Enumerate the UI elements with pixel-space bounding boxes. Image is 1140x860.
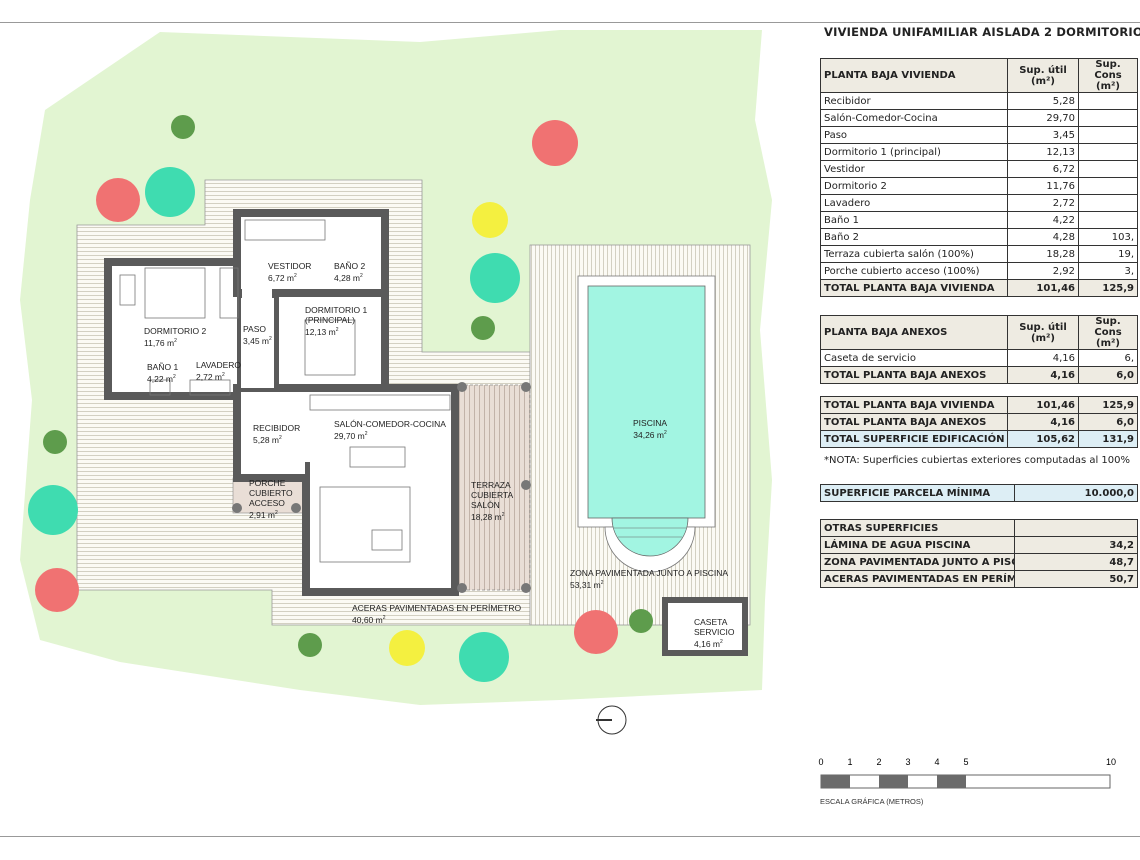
pool-water [587, 285, 706, 519]
scale-label: ESCALA GRÁFICA (METROS) [820, 797, 924, 806]
tree [389, 630, 425, 666]
tree [629, 609, 653, 633]
room-label-dormitorio-1: DORMITORIO 1 (PRINCIPAL)12,13 m2 [305, 305, 368, 337]
furniture [119, 219, 451, 563]
tree [171, 115, 195, 139]
trees [28, 115, 653, 682]
top-border [0, 22, 1140, 23]
tree [145, 167, 195, 217]
wing-salon [302, 454, 459, 596]
tree [471, 316, 495, 340]
tree [574, 610, 618, 654]
north-arrow-icon [596, 705, 627, 735]
scale-bar-graphic [820, 774, 1111, 789]
tree [28, 485, 78, 535]
tree [532, 120, 578, 166]
tree [459, 632, 509, 682]
tree [472, 202, 508, 238]
site-plan [20, 30, 772, 735]
wing-dorm-1 [271, 289, 389, 392]
table-note: *NOTA: Superficies cubiertas exteriores … [824, 455, 1131, 466]
scale-tick: 3 [905, 757, 911, 767]
tree [35, 568, 79, 612]
tree [96, 178, 140, 222]
caseta-servicio [662, 597, 748, 656]
scale-tick: 5 [963, 757, 969, 767]
scale-tick: 1 [847, 757, 853, 767]
tree [43, 430, 67, 454]
tree [298, 633, 322, 657]
table-title: VIVIENDA UNIFAMILIAR AISLADA 2 DORMITORI… [824, 25, 1140, 39]
table-otras: OTRAS SUPERFICIES LÁMINA DE AGUA PISCINA… [820, 519, 1138, 588]
scale-tick: 0 [818, 757, 824, 767]
wing-bedroom-2 [104, 258, 245, 400]
scale-tick: 10 [1105, 757, 1117, 767]
scale-tick: 2 [876, 757, 882, 767]
bottom-border [0, 836, 1140, 837]
table-row: Dormitorio 1 (principal)12,13 [820, 143, 1138, 161]
scale-tick: 4 [934, 757, 940, 767]
tree [470, 253, 520, 303]
